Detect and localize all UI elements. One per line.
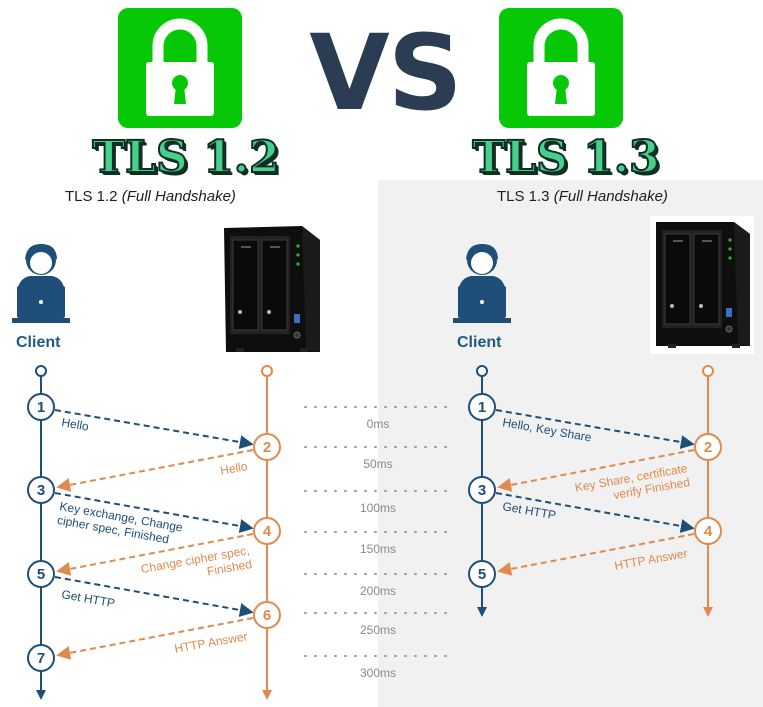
server-step-node [253, 517, 281, 545]
client-label: Client [16, 334, 61, 351]
client-step-node [468, 393, 496, 421]
message-label: Hello [219, 459, 249, 478]
client-step-node-number: 1 [37, 399, 45, 416]
client-step-node [27, 644, 55, 672]
tls13-heading: TLS 1.3 (Full Handshake) [497, 188, 668, 205]
server-to-client-arrow [56, 449, 254, 492]
lock-icon [118, 8, 242, 128]
client-to-server-arrow [495, 492, 695, 533]
server-step-node-number: 4 [704, 523, 713, 540]
client-step-node [468, 560, 496, 588]
nas-server-icon [224, 226, 320, 352]
client-to-server-arrow [54, 492, 254, 533]
heading-italic: (Full Handshake) [121, 188, 236, 205]
message-label-line: Hello [219, 459, 249, 478]
server-lifeline-end [703, 607, 713, 617]
client-step-node-number: 7 [37, 650, 45, 667]
client-step-node [27, 393, 55, 421]
client-step-node-number: 3 [37, 482, 45, 499]
message-label: Change cipher spec,Finished [140, 543, 253, 590]
timeline-label: 150ms [360, 542, 396, 556]
server-step-node-number: 2 [263, 439, 271, 456]
server-step-node [253, 601, 281, 629]
nas-server-icon [650, 216, 754, 354]
server-to-client-arrow [56, 617, 254, 660]
server-lifeline-start [702, 365, 714, 377]
client-step-node-number: 5 [37, 566, 45, 583]
tls12-logo-text: TLS 1.2 [91, 132, 280, 183]
server-step-node [694, 433, 722, 461]
timeline-label: 50ms [363, 457, 392, 471]
client-step-node-number: 5 [478, 566, 486, 583]
client-to-server-arrow [54, 409, 254, 449]
client-label: Client [457, 334, 502, 351]
heading-main: TLS 1.2 [65, 188, 122, 205]
client-laptop-icon [453, 244, 511, 323]
message-label: Get HTTP [60, 587, 116, 610]
client-lifeline-start [35, 365, 47, 377]
client-step-node-number: 3 [478, 482, 486, 499]
message-label: Hello [60, 415, 90, 434]
server-to-client-arrow [497, 449, 695, 492]
client-step-node-number: 1 [478, 399, 486, 416]
message-label-line: Hello [60, 415, 90, 434]
message-label-line: HTTP Answer [173, 629, 248, 656]
message-label: HTTP Answer [173, 629, 248, 656]
client-to-server-arrow [495, 409, 695, 449]
server-lifeline-start [261, 365, 273, 377]
message-label: Key exchange, Changecipher spec, Finishe… [56, 499, 184, 548]
timeline-label: 200ms [360, 584, 396, 598]
client-to-server-arrow [54, 576, 254, 617]
timeline-label: 0ms [367, 417, 390, 431]
heading-italic: (Full Handshake) [553, 188, 668, 205]
server-step-node [253, 433, 281, 461]
client-step-node [27, 476, 55, 504]
client-lifeline-end [36, 690, 46, 700]
client-step-node [468, 476, 496, 504]
timeline-label: 300ms [360, 666, 396, 680]
timeline-label: 250ms [360, 623, 396, 637]
server-step-node [694, 517, 722, 545]
lock-icon [499, 8, 623, 128]
tls12-heading: TLS 1.2 (Full Handshake) [65, 188, 236, 205]
message-label-line: HTTP Answer [613, 546, 688, 573]
client-lifeline-end [477, 607, 487, 617]
server-to-client-arrow [497, 533, 695, 576]
message-label: Key Share, certificateverify Finished [574, 461, 692, 508]
message-label-line: Get HTTP [60, 587, 116, 610]
server-step-node-number: 4 [263, 523, 272, 540]
server-step-node-number: 6 [263, 607, 271, 624]
client-laptop-icon [12, 244, 70, 323]
vs-logo: VS [309, 12, 462, 134]
heading-main: TLS 1.3 [497, 188, 554, 205]
tls13-logo-text: TLS 1.3 [471, 132, 660, 183]
server-lifeline-end [262, 690, 272, 700]
timeline-label: 100ms [360, 501, 396, 515]
client-lifeline-start [476, 365, 488, 377]
server-to-client-arrow [56, 533, 254, 576]
server-step-node-number: 2 [704, 439, 712, 456]
client-step-node [27, 560, 55, 588]
message-label: HTTP Answer [613, 546, 688, 573]
